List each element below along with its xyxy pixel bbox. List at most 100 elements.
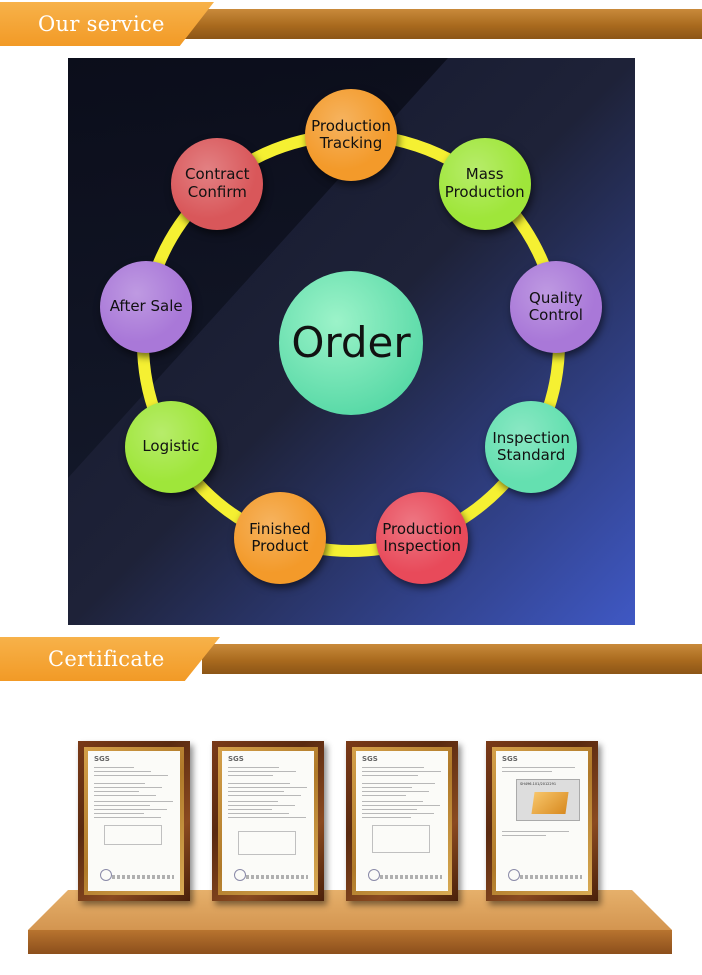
certificate-frame-4: SGS SH496.101/2012291 <box>486 741 598 901</box>
text-line <box>362 775 418 776</box>
text-line <box>502 771 552 772</box>
step-node-3: Quality Control <box>509 260 602 353</box>
text-line <box>362 801 423 802</box>
header-tab <box>0 2 214 46</box>
step-node-7: Logistic <box>124 401 217 493</box>
step-label: Logistic <box>142 437 200 456</box>
step-node-5: Production Inspection <box>376 492 469 585</box>
text-line <box>362 817 411 818</box>
sgs-logo: SGS <box>94 755 110 763</box>
step-label: Finished Product <box>249 520 311 556</box>
text-line <box>94 767 134 768</box>
text-line <box>362 767 424 768</box>
certificate-document: SGS SH496.101/2012291 <box>496 751 588 891</box>
shelf-front <box>28 930 672 954</box>
text-line <box>502 767 575 768</box>
text-line <box>94 817 161 818</box>
text-line <box>362 809 417 810</box>
header-rule <box>202 644 702 674</box>
footer-strip <box>520 875 582 879</box>
text-line <box>228 817 306 818</box>
step-node-4: Inspection Standard <box>485 401 578 493</box>
text-line <box>94 771 151 772</box>
step-label: After Sale <box>109 297 183 316</box>
frame-mat: SGS <box>218 747 318 895</box>
text-line <box>94 775 168 776</box>
certificate-document: SGS <box>356 751 448 891</box>
step-label: Production Tracking <box>311 116 391 152</box>
seal-icon <box>100 869 112 881</box>
text-line <box>94 787 162 788</box>
text-line <box>228 813 289 814</box>
text-line <box>228 809 272 810</box>
results-table <box>104 825 162 845</box>
text-line <box>502 831 569 832</box>
text-line <box>228 795 301 796</box>
seal-icon <box>234 869 246 881</box>
order-label: Order <box>291 317 411 367</box>
step-node-9: Contract Confirm <box>171 137 264 230</box>
text-line <box>94 813 144 814</box>
seal-icon <box>508 869 520 881</box>
text-line <box>362 771 441 772</box>
certificate-document: SGS <box>222 751 314 891</box>
sgs-logo: SGS <box>228 755 244 763</box>
text-line <box>228 771 296 772</box>
step-label: Quality Control <box>528 288 583 324</box>
header-rule <box>182 9 702 39</box>
step-label: Mass Production <box>444 165 525 201</box>
text-line <box>228 801 278 802</box>
certificate-header: Certificate <box>0 637 702 681</box>
text-line <box>94 805 150 806</box>
certificate-frame-1: SGS <box>78 741 190 901</box>
text-line <box>362 795 406 796</box>
sample-block <box>531 792 569 814</box>
section-title: Certificate <box>48 647 165 671</box>
section-title: Our service <box>38 12 165 36</box>
header-tab <box>0 637 220 681</box>
text-line <box>502 835 546 836</box>
our-service-header: Our service <box>0 2 702 46</box>
order-hub: Order <box>279 271 423 415</box>
text-line <box>362 805 440 806</box>
footer-strip <box>380 875 442 879</box>
text-line <box>362 783 435 784</box>
text-line <box>94 795 156 796</box>
step-node-8: After Sale <box>100 260 193 353</box>
photo-tag: SH496.101/2012291 <box>520 782 557 786</box>
text-line <box>228 783 290 784</box>
sgs-logo: SGS <box>502 755 518 763</box>
certificate-frame-2: SGS <box>212 741 324 901</box>
step-label: Production Inspection <box>382 520 463 556</box>
certificate-frame-3: SGS <box>346 741 458 901</box>
text-line <box>228 767 279 768</box>
text-line <box>362 813 434 814</box>
order-hub-shape <box>279 271 423 415</box>
sgs-logo: SGS <box>362 755 378 763</box>
text-line <box>362 791 429 792</box>
results-table <box>372 825 430 853</box>
text-line <box>94 809 167 810</box>
step-label: Inspection Standard <box>492 428 570 464</box>
step-label: Contract Confirm <box>185 165 250 201</box>
text-line <box>94 783 145 784</box>
frame-mat: SGS <box>352 747 452 895</box>
results-table <box>238 831 296 855</box>
frame-mat: SGS <box>84 747 184 895</box>
step-node-6: Finished Product <box>233 492 326 585</box>
certificate-shelf: SGS SGS SGS SGS SH496.101/2012291 <box>0 690 702 975</box>
text-line <box>362 787 412 788</box>
footer-strip <box>112 875 174 879</box>
text-line <box>228 787 307 788</box>
sample-photo: SH496.101/2012291 <box>516 779 580 821</box>
seal-icon <box>368 869 380 881</box>
text-line <box>228 805 295 806</box>
certificate-document: SGS <box>88 751 180 891</box>
text-line <box>94 791 139 792</box>
text-line <box>228 791 284 792</box>
footer-strip <box>246 875 308 879</box>
step-node-2: Mass Production <box>438 137 531 230</box>
step-node-1: Production Tracking <box>305 89 397 181</box>
text-line <box>94 801 173 802</box>
